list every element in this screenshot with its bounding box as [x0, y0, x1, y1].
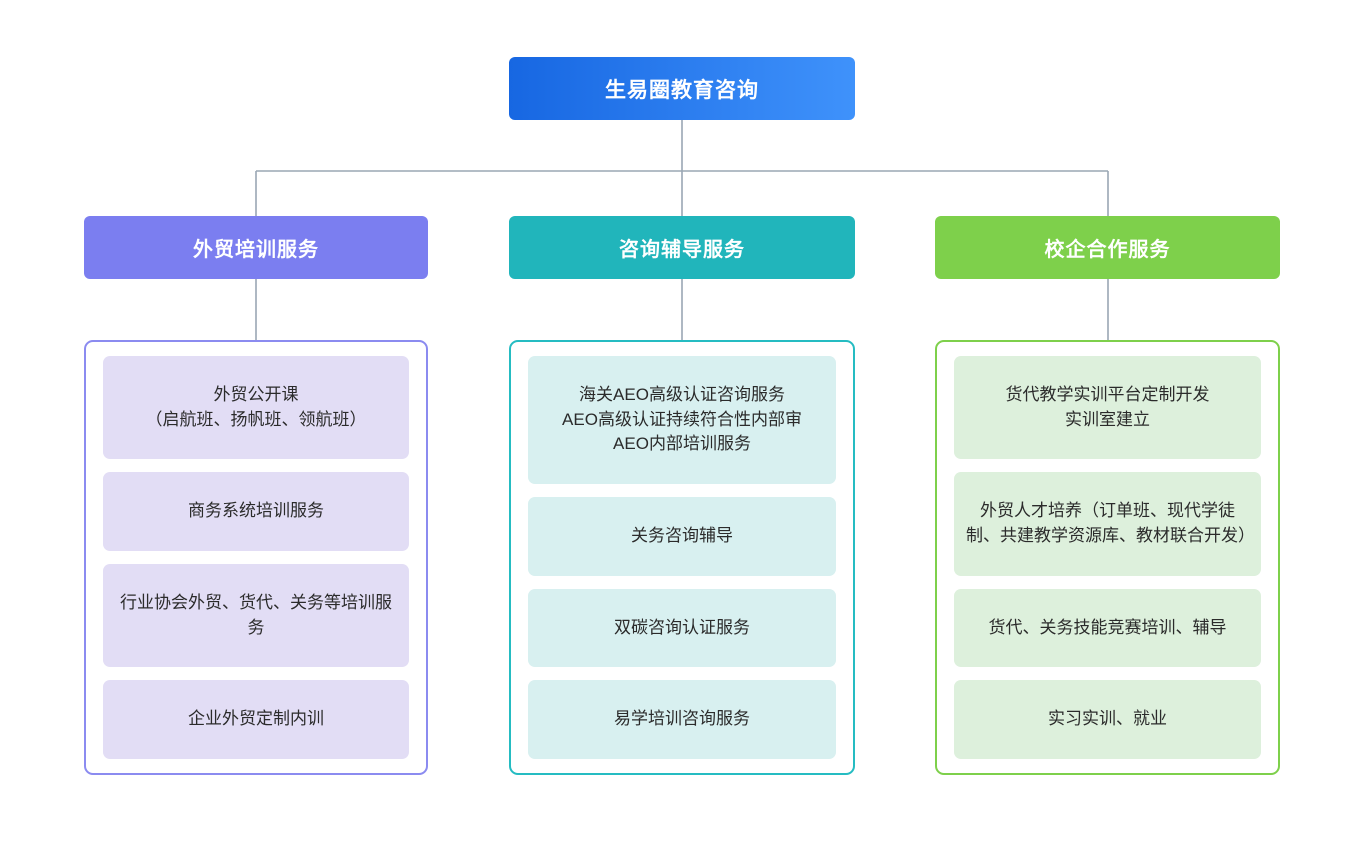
service-item[interactable]: 外贸公开课 （启航班、扬帆班、领航班） [103, 356, 409, 460]
category-header-zixun-fudao[interactable]: 咨询辅导服务 [509, 216, 855, 279]
service-item-label: 易学培训咨询服务 [614, 709, 750, 729]
service-item[interactable]: 双碳咨询认证服务 [528, 588, 836, 668]
category-header-label: 咨询辅导服务 [619, 239, 745, 261]
service-item-label: 行业协会外贸、货代、关务等培训服务 [120, 593, 392, 637]
service-item-label: 货代、关务技能竞赛培训、辅导 [988, 617, 1227, 637]
root-node[interactable]: 生易圈教育咨询 [509, 57, 855, 120]
service-item[interactable]: 货代、关务技能竞赛培训、辅导 [954, 588, 1261, 668]
service-item[interactable]: 外贸人才培养（订单班、现代学徒制、共建教学资源库、教材联合开发） [954, 472, 1261, 576]
service-item[interactable]: 海关AEO高级认证咨询服务 AEO高级认证持续符合性内部审 AEO内部培训服务 [528, 356, 836, 484]
service-item-label: 双碳咨询认证服务 [614, 617, 750, 637]
service-item[interactable]: 易学培训咨询服务 [528, 680, 836, 760]
category-header-xiaoqi-hezuo[interactable]: 校企合作服务 [935, 216, 1280, 279]
service-item-label: 关务咨询辅导 [631, 525, 733, 545]
service-item[interactable]: 实习实训、就业 [954, 680, 1261, 760]
service-item[interactable]: 企业外贸定制内训 [103, 680, 409, 760]
service-item[interactable]: 行业协会外贸、货代、关务等培训服务 [103, 564, 409, 668]
service-item[interactable]: 商务系统培训服务 [103, 472, 409, 552]
service-item-label: 商务系统培训服务 [188, 501, 324, 521]
service-group-box-xiaoqi-hezuo: 货代教学实训平台定制开发 实训室建立 外贸人才培养（订单班、现代学徒制、共建教学… [935, 340, 1280, 775]
category-header-waimao-peixun[interactable]: 外贸培训服务 [84, 216, 428, 279]
service-item-label: 海关AEO高级认证咨询服务 AEO高级认证持续符合性内部审 AEO内部培训服务 [562, 385, 802, 454]
root-node-label: 生易圈教育咨询 [605, 78, 759, 102]
service-item-label: 货代教学实训平台定制开发 实训室建立 [1005, 385, 1210, 429]
service-item-label: 企业外贸定制内训 [188, 709, 324, 729]
service-item[interactable]: 关务咨询辅导 [528, 496, 836, 576]
category-header-label: 外贸培训服务 [193, 239, 319, 261]
service-item-label: 外贸人才培养（订单班、现代学徒制、共建教学资源库、教材联合开发） [966, 501, 1255, 545]
service-item-label: 外贸公开课 （启航班、扬帆班、领航班） [145, 385, 367, 429]
category-header-label: 校企合作服务 [1044, 239, 1171, 261]
service-item[interactable]: 货代教学实训平台定制开发 实训室建立 [954, 356, 1261, 460]
service-group-box-zixun-fudao: 海关AEO高级认证咨询服务 AEO高级认证持续符合性内部审 AEO内部培训服务 … [509, 340, 855, 775]
service-group-box-waimao-peixun: 外贸公开课 （启航班、扬帆班、领航班） 商务系统培训服务 行业协会外贸、货代、关… [84, 340, 428, 775]
service-item-label: 实习实训、就业 [1048, 709, 1167, 729]
